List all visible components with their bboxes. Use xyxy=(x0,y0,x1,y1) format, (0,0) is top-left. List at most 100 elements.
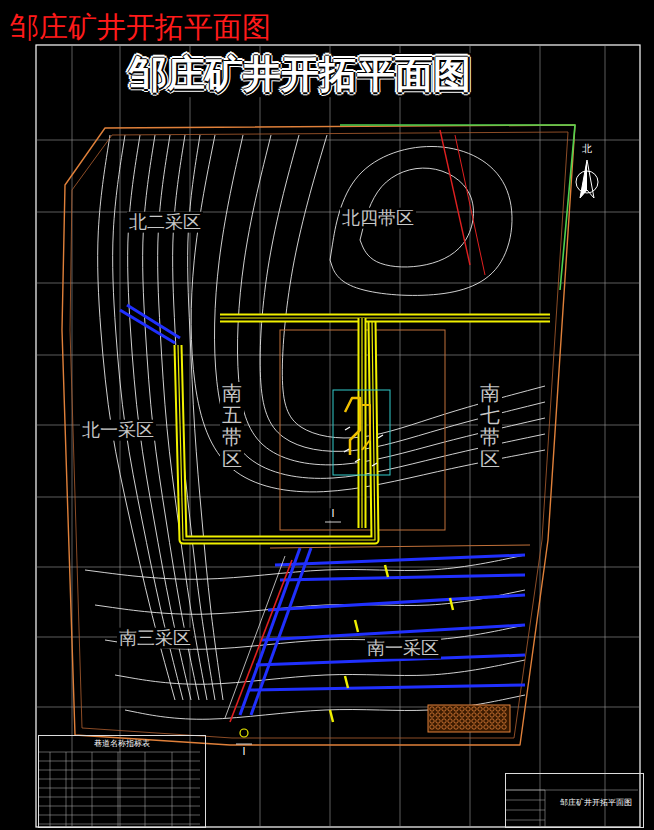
table-line xyxy=(38,806,200,807)
grid-line xyxy=(36,707,640,708)
district-name: 南七带区 xyxy=(478,382,502,470)
goaf-hatch xyxy=(460,719,464,723)
shaft-area xyxy=(333,390,390,475)
grid-line xyxy=(540,45,541,827)
contour-line xyxy=(95,590,525,614)
goaf-hatch xyxy=(472,725,476,729)
main-roadway xyxy=(361,318,362,528)
goaf-hatch xyxy=(472,719,476,723)
grid-line xyxy=(260,45,261,827)
table-line xyxy=(172,752,173,827)
district-name: 南三采区 xyxy=(117,628,193,649)
section-label: I xyxy=(241,746,248,758)
table-line xyxy=(38,770,200,771)
working-face xyxy=(330,710,333,722)
section-label: I xyxy=(330,508,337,520)
grid-line xyxy=(605,45,606,827)
goaf-hatch xyxy=(430,719,434,723)
title-block-line xyxy=(545,790,546,828)
goaf-hatch xyxy=(478,707,482,711)
table-line xyxy=(38,779,200,780)
goaf-hatch xyxy=(484,713,488,717)
goaf-hatch xyxy=(436,719,440,723)
grid-line xyxy=(36,567,640,568)
map-title: 邹庄矿井开拓平面图 xyxy=(10,8,271,48)
goaf-hatch xyxy=(442,713,446,717)
goaf-hatch xyxy=(490,713,494,717)
goaf-hatch xyxy=(436,707,440,711)
goaf-hatch xyxy=(460,725,464,729)
table-line xyxy=(38,797,200,798)
roadway xyxy=(250,685,525,690)
drawing-name: 邹庄矿井开拓平面图 xyxy=(548,798,643,808)
north-arrow xyxy=(580,160,594,198)
fault-line xyxy=(455,135,485,275)
main-roadway xyxy=(178,320,375,540)
section-mark xyxy=(240,729,248,737)
goaf-hatch xyxy=(448,719,452,723)
goaf-hatch xyxy=(496,719,500,723)
contour-line xyxy=(105,625,525,649)
main-roadway xyxy=(178,320,375,540)
goaf-hatch xyxy=(502,725,506,729)
goaf-hatch xyxy=(478,725,482,729)
working-face xyxy=(450,598,453,610)
grid-line xyxy=(190,45,191,827)
table-line xyxy=(38,752,200,753)
title-block-line xyxy=(505,790,638,791)
mine-boundary xyxy=(70,132,568,738)
goaf-hatch xyxy=(472,707,476,711)
fault-line xyxy=(440,130,470,265)
boundary-line xyxy=(340,125,575,290)
title-block-line xyxy=(505,800,545,801)
contour-line xyxy=(215,135,545,478)
goaf-hatch xyxy=(502,707,506,711)
district-name: 北四带区 xyxy=(340,208,416,229)
contour-line xyxy=(191,135,545,492)
goaf-hatch xyxy=(478,719,482,723)
map-frame xyxy=(36,45,640,827)
grid-line xyxy=(72,45,73,827)
goaf-hatch xyxy=(490,707,494,711)
main-roadway xyxy=(220,317,550,318)
working-face xyxy=(385,565,388,577)
contour-line xyxy=(282,135,545,438)
boundary-line xyxy=(270,545,530,548)
district-name: 北二采区 xyxy=(127,212,203,233)
roadway xyxy=(225,556,285,718)
goaf-hatch xyxy=(460,707,464,711)
shaft-mark xyxy=(378,435,383,438)
table-line xyxy=(66,752,67,827)
goaf-hatch xyxy=(436,725,440,729)
goaf-hatch xyxy=(496,725,500,729)
goaf-hatch xyxy=(448,713,452,717)
section-mark xyxy=(236,744,252,745)
shaft-mark xyxy=(344,449,349,452)
goaf-area xyxy=(428,705,510,732)
table-line xyxy=(38,761,200,762)
goaf-hatch xyxy=(448,707,452,711)
goaf-hatch xyxy=(472,713,476,717)
grid-line xyxy=(400,45,401,827)
north-arrow xyxy=(580,160,587,198)
shaft-mark xyxy=(372,463,377,466)
table-line xyxy=(38,788,200,789)
goaf-hatch xyxy=(454,725,458,729)
main-roadway xyxy=(178,320,375,540)
working-face xyxy=(355,620,358,632)
shaft-structure xyxy=(345,398,360,455)
title-block-line xyxy=(505,810,545,811)
shaft-mark xyxy=(345,427,350,430)
district-name: 南一采区 xyxy=(365,638,441,659)
district-name: 北一采区 xyxy=(80,420,156,441)
table-line xyxy=(38,815,200,816)
goaf-hatch xyxy=(448,725,452,729)
goaf-hatch xyxy=(436,713,440,717)
roadway xyxy=(127,305,180,338)
goaf-hatch xyxy=(484,707,488,711)
grid-line xyxy=(36,497,640,498)
table-line xyxy=(50,752,51,827)
table-line xyxy=(38,824,200,825)
goaf-hatch xyxy=(490,719,494,723)
